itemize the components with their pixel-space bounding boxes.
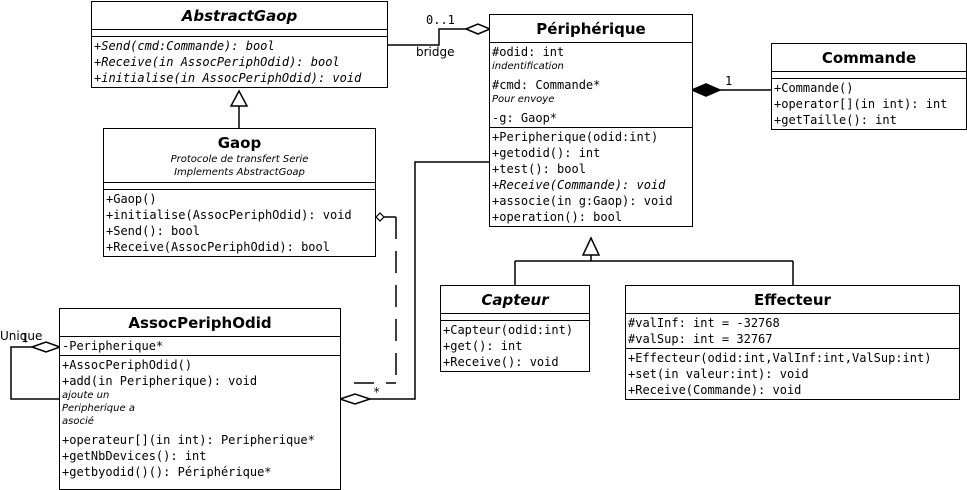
operation: +initialise(in AssocPeriphOdid): void — [94, 71, 362, 85]
class-title: Gaop — [217, 134, 262, 152]
operations-section: +Effecteur(odid:int,ValInf:int,ValSup:in… — [626, 349, 959, 399]
bridge-aggregation-diamond — [464, 23, 492, 35]
attribute-note: Pour envoye — [492, 94, 555, 105]
class-name: Capteur — [441, 286, 589, 314]
attributes-section — [104, 183, 375, 190]
attribute: -g: Gaop* — [492, 111, 558, 125]
operation: +associe(in g:Gaop): void — [492, 194, 673, 208]
operations-section: +Send(cmd:Commande): bool +Receive(in As… — [92, 37, 387, 87]
attributes-section: #valInf: int = -32768 #valSup: int = 327… — [626, 314, 959, 349]
class-name: AbstractGaop — [92, 2, 387, 30]
operations-section: +Gaop() +initialise(AssocPeriphOdid): vo… — [104, 190, 375, 256]
attributes-section: -Peripherique* — [60, 337, 340, 356]
operation: +Peripherique(odid:int) — [492, 130, 659, 144]
attribute: #odid: int — [492, 45, 565, 59]
operation: +getTaille(): int — [774, 113, 897, 127]
operation: +add(in Peripherique): void — [62, 374, 258, 388]
operation: +Receive(): void — [443, 355, 559, 369]
operation: +Commande() — [774, 81, 854, 95]
class-commande[interactable]: Commande +Commande() +operator[](in int)… — [771, 43, 967, 130]
attributes-section — [92, 30, 387, 37]
operation: +getNbDevices(): int — [62, 449, 207, 463]
attribute: #valInf: int = -32768 — [628, 316, 780, 330]
class-stereotype: Protocole de transfert Serie — [170, 154, 309, 165]
operation: +getbyodid()(): Périphérique* — [62, 465, 272, 479]
operation: +Effecteur(odid:int,ValInf:int,ValSup:in… — [628, 351, 932, 365]
operation-note: asocié — [62, 416, 94, 427]
operation: +operateur[](in int): Peripherique* — [62, 433, 315, 447]
unique-role-label: Unique — [0, 329, 43, 343]
operation: +operation(): bool — [492, 210, 623, 224]
attribute-note: indentification — [492, 61, 564, 72]
operation: +initialise(AssocPeriphOdid): void — [106, 208, 352, 222]
assoc-aggregation-diamond — [337, 393, 373, 405]
peripherique-generalization-arrow — [581, 236, 601, 256]
attributes-section: #odid: int indentification #cmd: Command… — [490, 43, 692, 128]
assoc-peripherique-line — [370, 161, 490, 400]
operation: +AssocPeriphOdid() — [62, 358, 193, 372]
assoc-multiplicity: * — [373, 385, 381, 399]
class-name: Commande — [772, 44, 966, 72]
operation: +getodid(): int — [492, 146, 601, 160]
gaop-generalization-arrow — [229, 89, 249, 107]
operations-section: +Capteur(odid:int) +get(): int +Receive(… — [441, 321, 589, 371]
operation: +set(in valeur:int): void — [628, 367, 809, 381]
class-name: Gaop Protocole de transfert Serie Implem… — [104, 129, 375, 183]
class-name: Effecteur — [626, 286, 959, 314]
class-assoc-periph-odid[interactable]: AssocPeriphOdid -Peripherique* +AssocPer… — [59, 308, 341, 490]
operation: +Receive(Commande): void — [628, 383, 802, 397]
bridge-role-label: bridge — [416, 45, 455, 59]
operation: +get(): int — [443, 339, 523, 353]
unique-aggregation-diamond — [29, 341, 63, 353]
commande-multiplicity: 1 — [725, 74, 733, 88]
class-capteur[interactable]: Capteur +Capteur(odid:int) +get(): int +… — [440, 285, 590, 372]
operation-note: ajoute un — [62, 390, 110, 401]
unique-multiplicity: 1 — [21, 331, 29, 345]
bridge-line — [387, 28, 466, 46]
class-peripherique[interactable]: Périphérique #odid: int indentification … — [489, 14, 693, 227]
operation: +Send(): bool — [106, 224, 200, 238]
class-name: Périphérique — [490, 15, 692, 43]
commande-composition-diamond — [690, 83, 722, 97]
operation: +Receive(AssocPeriphOdid): bool — [106, 240, 330, 254]
operation: +Capteur(odid:int) — [443, 323, 574, 337]
gaop-dependency-diamond — [375, 212, 385, 222]
operations-section: +Peripherique(odid:int) +getodid(): int … — [490, 128, 692, 226]
class-gaop[interactable]: Gaop Protocole de transfert Serie Implem… — [103, 128, 376, 257]
operation: +test(): bool — [492, 162, 586, 176]
operation: +Gaop() — [106, 192, 157, 206]
class-abstract-gaop[interactable]: AbstractGaop +Send(cmd:Commande): bool +… — [91, 1, 388, 88]
attribute: #valSup: int = 32767 — [628, 332, 773, 346]
operations-section: +Commande() +operator[](in int): int +ge… — [772, 79, 966, 129]
operation: +Receive(in AssocPeriphOdid): bool — [94, 55, 340, 69]
class-name: AssocPeriphOdid — [60, 309, 340, 337]
class-effecteur[interactable]: Effecteur #valInf: int = -32768 #valSup:… — [625, 285, 960, 400]
unique-self-line — [10, 346, 60, 400]
class-stereotype: Implements AbstractGoap — [174, 167, 305, 178]
attribute: #cmd: Commande* — [492, 78, 601, 92]
operation-note: Peripherique a — [62, 403, 135, 414]
attribute: -Peripherique* — [62, 339, 164, 353]
operations-section: +AssocPeriphOdid() +add(in Peripherique)… — [60, 356, 340, 481]
attributes-section — [441, 314, 589, 321]
operation: +operator[](in int): int — [774, 97, 948, 111]
attributes-section — [772, 72, 966, 79]
operation: +Send(cmd:Commande): bool — [94, 39, 275, 53]
operation: +Receive(Commande): void — [492, 178, 666, 192]
bridge-multiplicity: 0..1 — [426, 13, 455, 27]
